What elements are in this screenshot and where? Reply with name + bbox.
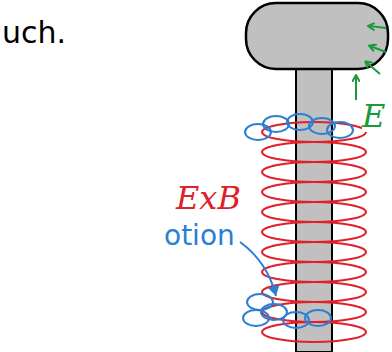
field-label: E [362,100,385,132]
exb-helix [262,122,366,342]
helix-turn [262,302,366,322]
caption-fragment: uch. [2,18,66,48]
helix-turn [262,222,366,242]
terminal-stem [296,60,332,352]
helix-turn [262,142,366,162]
gyro-loop [243,310,269,326]
gyro-loop [309,118,335,134]
helix-turn [262,262,366,282]
gyro-loop [245,124,271,140]
gyro-loops [243,114,353,328]
leader-arrow [240,242,276,296]
drift-label: ExB [176,182,241,214]
helix-turn [262,182,366,202]
terminal-cap [246,3,388,69]
gyro-loop [327,122,353,138]
gyro-loop [263,116,289,132]
helix-turn [262,162,366,182]
gyro-loop [247,294,273,310]
e-field-arrows [356,26,386,100]
motion-label: otion [164,222,235,250]
helix-turn [262,202,366,222]
helix-turn [262,242,366,262]
helix-turn [262,282,366,302]
gyro-loop [305,310,331,326]
